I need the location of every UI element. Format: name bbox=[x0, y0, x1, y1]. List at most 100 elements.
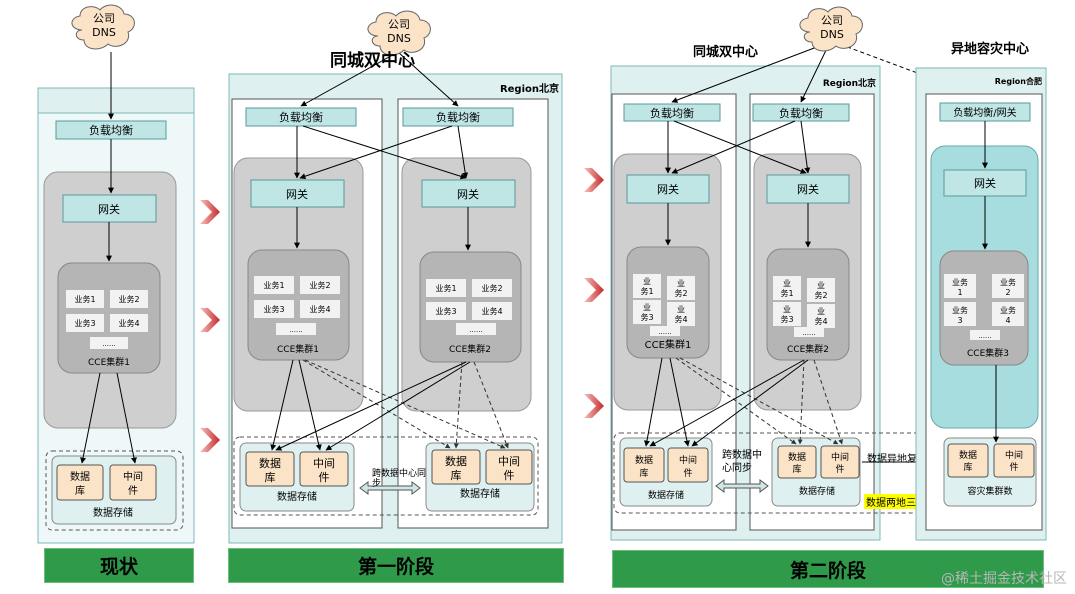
svg-text:务1: 务1 bbox=[780, 288, 793, 298]
svg-text:数据存储: 数据存储 bbox=[460, 487, 500, 500]
svg-text:业务1: 业务1 bbox=[435, 283, 456, 293]
svg-text:业务4: 业务4 bbox=[309, 304, 330, 314]
svg-text:数据: 数据 bbox=[635, 454, 653, 466]
svg-text:中间: 中间 bbox=[313, 457, 335, 470]
svg-text:4: 4 bbox=[1005, 316, 1010, 325]
stage1-cluster-label: CCE集群1 bbox=[88, 356, 130, 368]
svg-text:库: 库 bbox=[792, 463, 801, 475]
svg-text:数据: 数据 bbox=[788, 451, 806, 463]
svg-text:公司: 公司 bbox=[821, 14, 843, 27]
svg-text:跨数据中心同: 跨数据中心同 bbox=[372, 467, 426, 479]
svg-text:库: 库 bbox=[75, 484, 85, 497]
svg-text:业: 业 bbox=[643, 276, 651, 286]
svg-text:2: 2 bbox=[1005, 288, 1010, 297]
svg-text:库: 库 bbox=[963, 461, 972, 473]
svg-text:网关: 网关 bbox=[657, 182, 679, 196]
stage2-sync-arrow bbox=[359, 481, 421, 495]
svg-text:数据存储: 数据存储 bbox=[648, 489, 684, 501]
svg-text:负载均衡: 负载均衡 bbox=[650, 106, 694, 120]
svg-text:......: ...... bbox=[469, 326, 482, 334]
svg-text:件: 件 bbox=[835, 463, 844, 475]
svg-text:业务3: 业务3 bbox=[263, 304, 284, 314]
svg-text:库: 库 bbox=[451, 469, 462, 482]
dns-cloud-2: 公司 DNS bbox=[367, 10, 431, 56]
watermark: @稀土掘金技术社区 bbox=[941, 571, 1067, 587]
svg-text:业务1: 业务1 bbox=[263, 280, 284, 290]
stage2-panel: Region北京 负载均衡 负载均衡 网关 网关 业务1 业务2 业务3 业务4… bbox=[228, 51, 563, 544]
svg-text:DNS: DNS bbox=[820, 28, 844, 41]
svg-text:业: 业 bbox=[817, 306, 825, 316]
svg-text:件: 件 bbox=[319, 471, 330, 484]
stage1-panel: 负载均衡 网关 业务1 业务2 业务3 业务4 ...... CCE集群1 数据… bbox=[37, 52, 195, 544]
dns-cloud-1: 公司 DNS bbox=[71, 4, 135, 50]
svg-text:业: 业 bbox=[783, 278, 791, 288]
svg-text:......: ...... bbox=[289, 326, 302, 334]
svg-text:库: 库 bbox=[265, 471, 276, 484]
svg-text:数据存储: 数据存储 bbox=[93, 506, 133, 519]
svg-text:件: 件 bbox=[1009, 461, 1018, 473]
svg-text:DNS: DNS bbox=[387, 32, 411, 45]
svg-text:数据存储: 数据存储 bbox=[799, 485, 835, 497]
stage1-label: 现状 bbox=[44, 548, 194, 583]
svg-text:心同步: 心同步 bbox=[722, 462, 752, 474]
svg-text:负载均衡/网关: 负载均衡/网关 bbox=[953, 106, 1016, 119]
stage3-title: 同城双中心 bbox=[693, 45, 759, 60]
svg-text:网关: 网关 bbox=[457, 187, 479, 201]
svg-text:......: ...... bbox=[978, 332, 991, 340]
svg-text:务4: 务4 bbox=[674, 314, 687, 324]
svg-text:业务4: 业务4 bbox=[118, 318, 139, 328]
svg-text:业务3: 业务3 bbox=[435, 306, 456, 316]
svg-text:网关: 网关 bbox=[98, 202, 120, 216]
svg-text:业: 业 bbox=[677, 278, 685, 288]
stage3-label: 第二阶段 bbox=[612, 550, 1044, 588]
stage1-lb-text: 负载均衡 bbox=[89, 123, 133, 137]
svg-text:负载均衡: 负载均衡 bbox=[279, 110, 323, 124]
svg-text:步: 步 bbox=[372, 478, 381, 489]
svg-text:务3: 务3 bbox=[780, 314, 793, 324]
dns-cloud-3: 公司 DNS bbox=[799, 6, 863, 52]
svg-text:库: 库 bbox=[639, 467, 648, 479]
stage2-region: Region北京 bbox=[500, 82, 559, 95]
svg-text:负载均衡: 负载均衡 bbox=[779, 106, 823, 120]
data-replication-label: 数据异地复制 bbox=[867, 452, 927, 465]
svg-text:容灾集群数: 容灾集群数 bbox=[967, 485, 1012, 497]
svg-text:数据存储: 数据存储 bbox=[277, 490, 317, 503]
svg-text:务4: 务4 bbox=[814, 316, 827, 326]
svg-text:数据: 数据 bbox=[445, 454, 467, 468]
svg-text:中间: 中间 bbox=[679, 454, 697, 466]
svg-text:网关: 网关 bbox=[974, 176, 996, 190]
svg-text:业务3: 业务3 bbox=[74, 318, 95, 328]
svg-text:件: 件 bbox=[683, 467, 692, 479]
svg-text:......: ...... bbox=[802, 329, 815, 337]
svg-text:DNS: DNS bbox=[92, 26, 116, 39]
dr-title: 异地容灾中心 bbox=[951, 42, 1030, 57]
svg-text:Region北京: Region北京 bbox=[823, 77, 876, 89]
svg-text:CCE集群3: CCE集群3 bbox=[967, 347, 1009, 359]
svg-text:业务2: 业务2 bbox=[481, 283, 502, 293]
stage2-label: 第一阶段 bbox=[228, 548, 564, 583]
svg-text:CCE集群2: CCE集群2 bbox=[449, 343, 491, 355]
svg-text:跨数据中: 跨数据中 bbox=[722, 448, 762, 461]
svg-text:业务4: 业务4 bbox=[481, 306, 502, 316]
svg-text:公司: 公司 bbox=[388, 18, 410, 31]
svg-text:CCE集群1: CCE集群1 bbox=[645, 338, 692, 351]
svg-text:业: 业 bbox=[817, 280, 825, 290]
stage-transition-arrows-2 bbox=[584, 168, 604, 418]
svg-text:业: 业 bbox=[783, 304, 791, 314]
dr-panel: Region合肥 负载均衡/网关 网关 业务 1 业务 2 业务 3 业务 4 … bbox=[915, 67, 1047, 541]
svg-text:务2: 务2 bbox=[814, 290, 827, 300]
svg-text:网关: 网关 bbox=[286, 187, 308, 201]
stage1-database bbox=[56, 464, 104, 501]
svg-text:业务: 业务 bbox=[952, 277, 968, 287]
svg-text:网关: 网关 bbox=[797, 182, 819, 196]
svg-text:......: ...... bbox=[658, 328, 671, 336]
svg-text:Region合肥: Region合肥 bbox=[995, 76, 1042, 86]
svg-text:公司: 公司 bbox=[93, 12, 115, 25]
svg-text:中间: 中间 bbox=[123, 470, 143, 483]
stage2-title: 同城双中心 bbox=[330, 51, 415, 71]
svg-text:务1: 务1 bbox=[640, 286, 653, 296]
svg-text:CCE集群2: CCE集群2 bbox=[787, 343, 829, 355]
svg-text:件: 件 bbox=[504, 469, 515, 482]
svg-text:1: 1 bbox=[957, 288, 962, 297]
stage1-middleware bbox=[109, 464, 157, 501]
